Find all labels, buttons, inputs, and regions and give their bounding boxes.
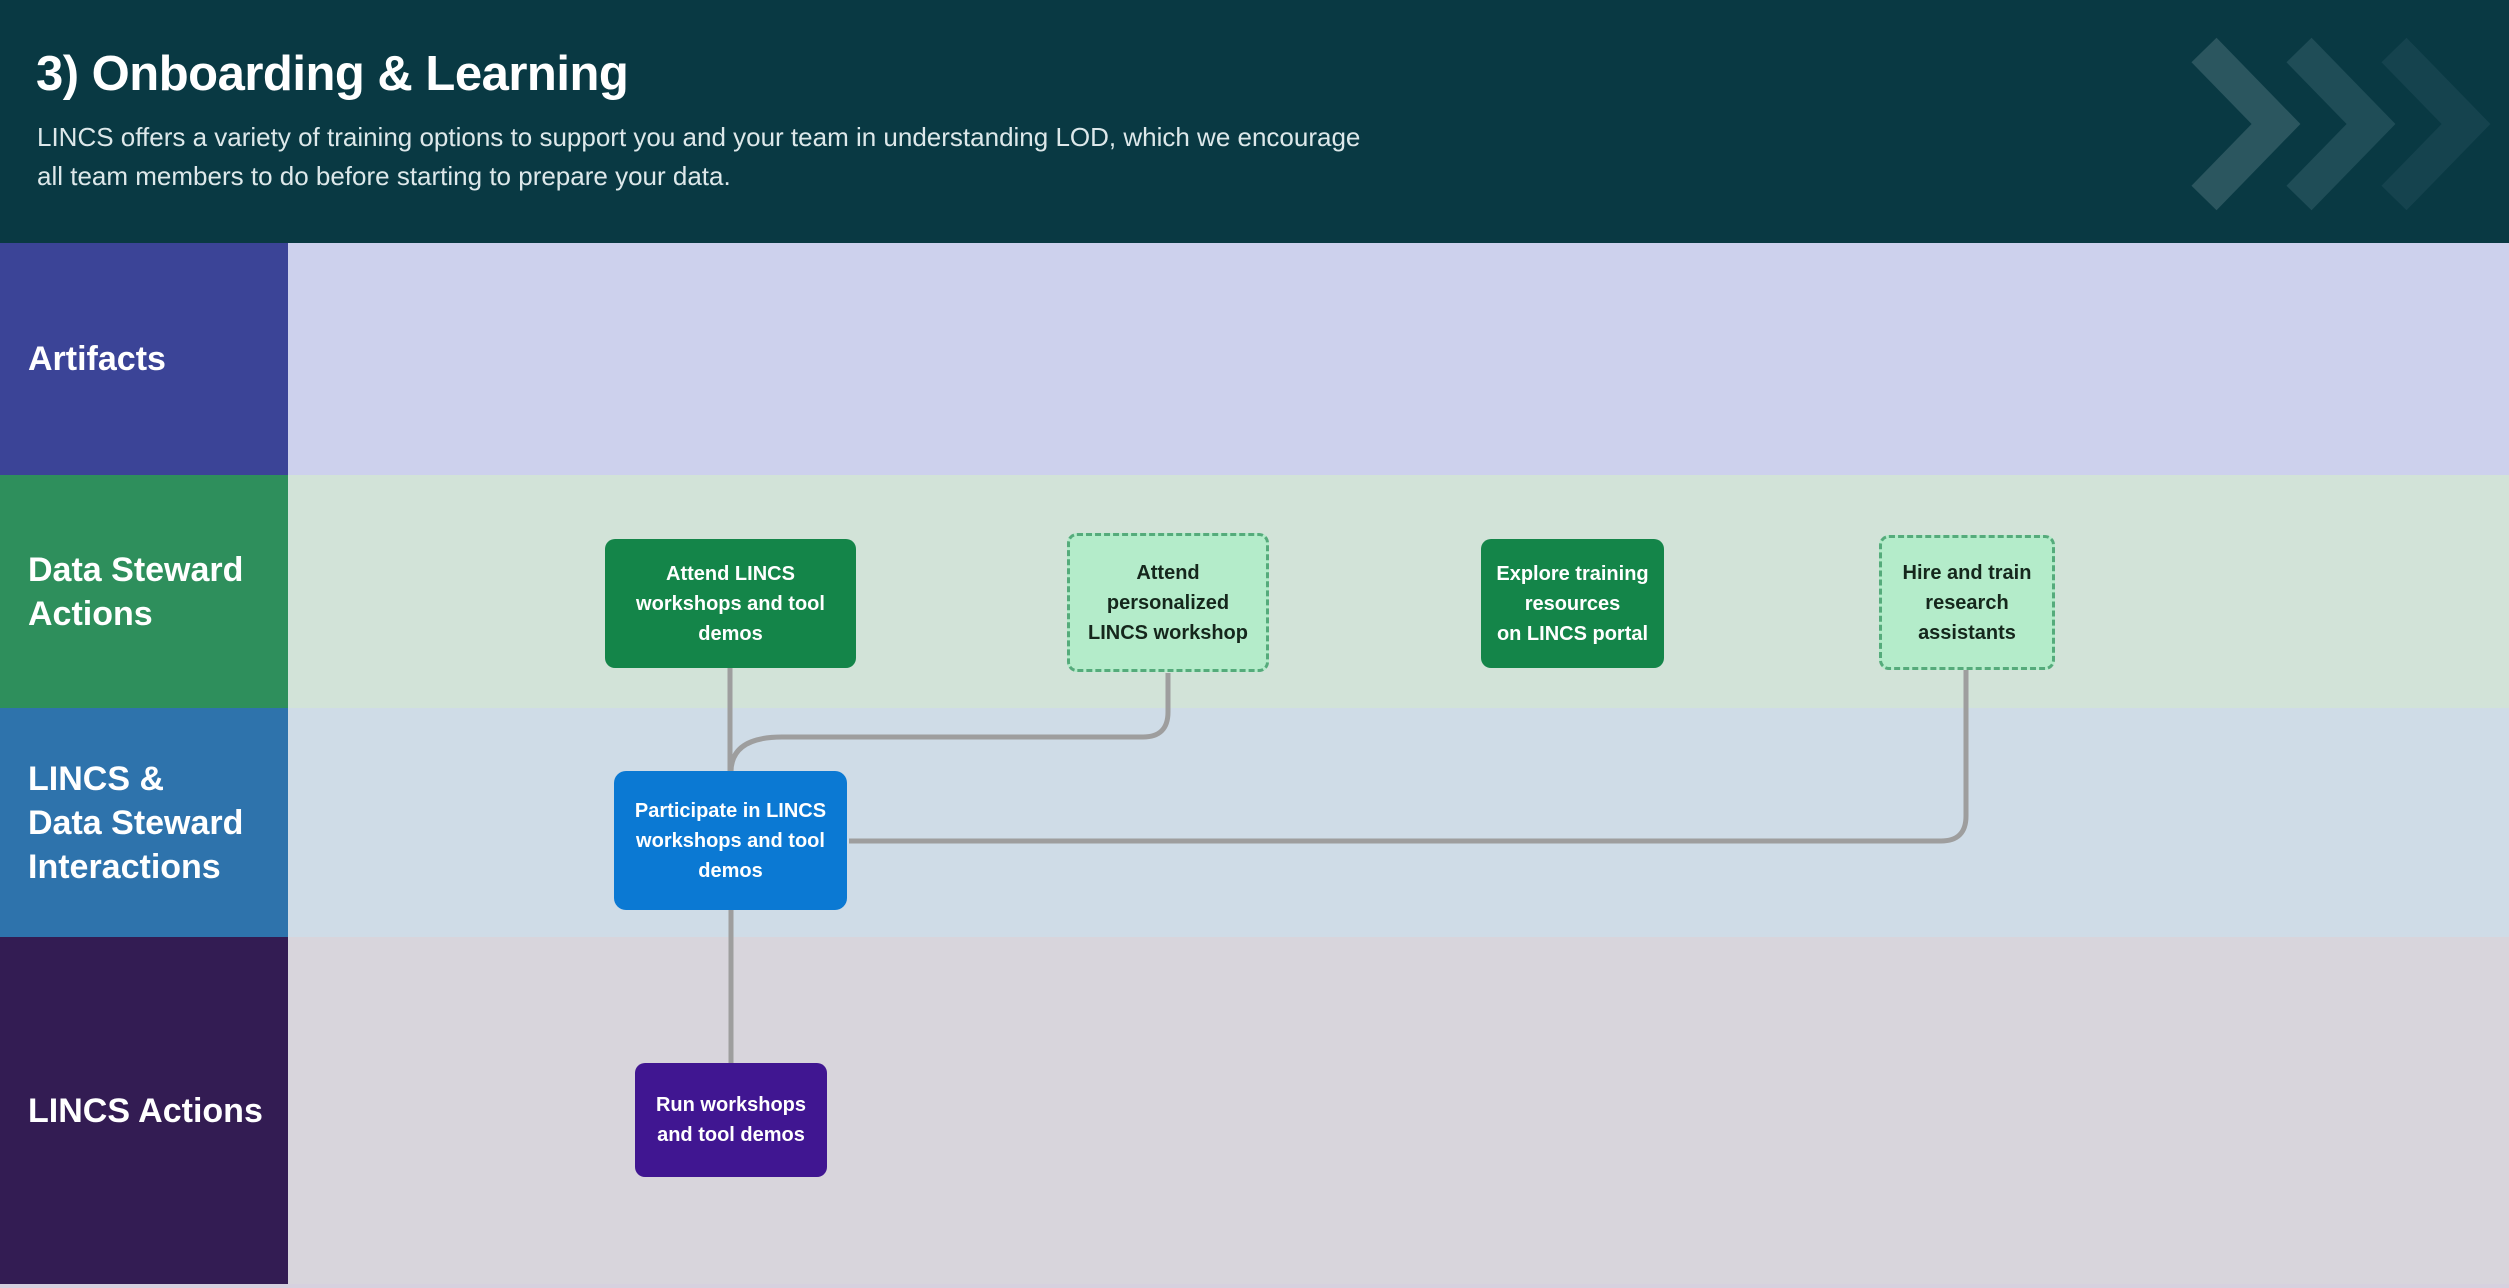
swimlane-label-artifacts: Artifacts xyxy=(0,243,288,475)
page-title: 3) Onboarding & Learning xyxy=(36,47,629,101)
node-run-workshops-demos: Run workshops and tool demos xyxy=(635,1063,827,1177)
swimlane-artifacts: Artifacts xyxy=(0,243,2509,475)
swimlane-label-lincs-actions: LINCS Actions xyxy=(0,937,288,1284)
swimlane-lincs-actions: LINCS Actions xyxy=(0,937,2509,1284)
triple-chevron-right-icon xyxy=(2191,37,2491,211)
header-band: 3) Onboarding & Learning LINCS offers a … xyxy=(0,0,2509,243)
swimlane-lincs-actions-track xyxy=(288,937,2509,1284)
swimlane-interactions: LINCS & Data Steward Interactions xyxy=(0,708,2509,937)
swimlane-label-data-steward-actions: Data Steward Actions xyxy=(0,475,288,708)
node-explore-training-resources: Explore training resources on LINCS port… xyxy=(1481,539,1664,668)
node-hire-train-research-assistants: Hire and train research assistants xyxy=(1879,535,2055,670)
page-subtitle: LINCS offers a variety of training optio… xyxy=(37,122,1361,191)
swimlane-label-interactions: LINCS & Data Steward Interactions xyxy=(0,708,288,937)
node-attend-personalized-workshop: Attend personalized LINCS workshop xyxy=(1067,533,1269,672)
swimlane-artifacts-track xyxy=(288,243,2509,475)
node-attend-lincs-workshops: Attend LINCS workshops and tool demos xyxy=(605,539,856,668)
node-participate-in-workshops: Participate in LINCS workshops and tool … xyxy=(614,771,847,910)
